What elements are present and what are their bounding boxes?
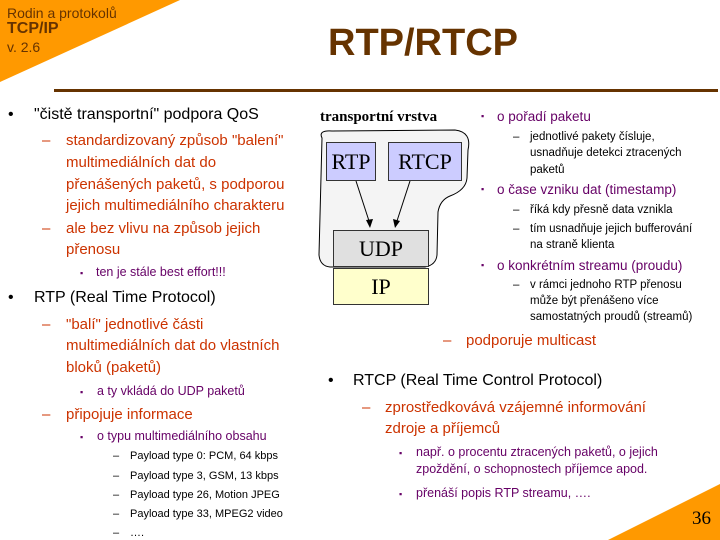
square-bullet: ▪ bbox=[481, 260, 485, 270]
title-divider bbox=[54, 89, 718, 92]
text-line: "balí" jednotlivé části bbox=[66, 316, 204, 333]
arrowhead-icon bbox=[393, 219, 400, 228]
dash: – bbox=[513, 204, 520, 216]
text-line: např. o procentu ztracených paketů, o je… bbox=[416, 445, 658, 459]
dash: – bbox=[513, 279, 520, 291]
text-line: přenášených paketů, s podporou bbox=[66, 176, 285, 193]
square-bullet: ▪ bbox=[481, 184, 485, 194]
text-line: jednotlivé pakety čísluje, bbox=[530, 131, 655, 143]
dash: – bbox=[513, 223, 520, 235]
dash: – bbox=[113, 450, 120, 462]
ip-box: IP bbox=[333, 268, 429, 305]
corner-decoration-bottom-right bbox=[608, 484, 720, 540]
text-line: ten je stále best effort!!! bbox=[96, 265, 226, 279]
square-bullet: ▪ bbox=[399, 489, 403, 499]
info-timestamp: o čase vzniku dat (timestamp) bbox=[497, 182, 677, 197]
dash: – bbox=[42, 132, 51, 149]
text-line: samostatných proudů (streamů) bbox=[530, 311, 693, 323]
text-line: přenáší popis RTP streamu, …. bbox=[416, 486, 591, 500]
text-line: říká kdy přesně data vznikla bbox=[530, 204, 673, 216]
bullet: • bbox=[328, 372, 334, 389]
payload-item: Payload type 0: PCM, 64 kbps bbox=[130, 450, 278, 462]
arrow-rtp-udp bbox=[355, 180, 371, 225]
course-subtitle: TCP/IP bbox=[7, 20, 59, 37]
version: v. 2.6 bbox=[7, 39, 41, 55]
text-line: ale bez vlivu na způsob jejich bbox=[66, 220, 261, 237]
text-line: zdroje a příjemců bbox=[385, 420, 501, 437]
payload-item: Payload type 3, GSM, 13 kbps bbox=[130, 470, 279, 482]
bullet: • bbox=[8, 289, 14, 306]
dash: – bbox=[113, 489, 120, 501]
text-line: připojuje informace bbox=[66, 406, 193, 423]
multicast-support: podporuje multicast bbox=[466, 332, 597, 349]
rtcp-box: RTCP bbox=[388, 142, 462, 181]
text-line: a ty vkládá do UDP paketů bbox=[97, 384, 245, 398]
text-line: zprostředkovává vzájemné informování bbox=[385, 399, 646, 416]
text-line: standardizovaný způsob "balení" bbox=[66, 132, 284, 149]
square-bullet: ▪ bbox=[80, 387, 84, 397]
diagram-label: transportní vrstva bbox=[320, 109, 438, 125]
dash: – bbox=[513, 131, 520, 143]
bullet-transport-qos: "čistě transportní" podpora QoS bbox=[34, 106, 259, 123]
text-line: bloků (paketů) bbox=[66, 359, 162, 376]
corner-decoration-top-left bbox=[0, 0, 180, 82]
square-bullet: ▪ bbox=[481, 111, 485, 121]
payload-item: Payload type 33, MPEG2 video bbox=[130, 508, 283, 520]
text-line: usnadňuje detekci ztracených bbox=[530, 147, 682, 159]
dash: – bbox=[113, 527, 120, 539]
square-bullet: ▪ bbox=[399, 448, 403, 458]
page-number: 36 bbox=[692, 508, 711, 529]
dash: – bbox=[42, 316, 51, 333]
info-packet-order: o pořadí paketu bbox=[497, 109, 591, 124]
course-name: Rodin a protokolů bbox=[7, 5, 117, 21]
text-line: přenosu bbox=[66, 241, 121, 258]
slide-title: RTP/RTCP bbox=[328, 22, 518, 64]
square-bullet: ▪ bbox=[80, 268, 84, 278]
text-line: zpoždění, o schopnostech příjemce apod. bbox=[416, 462, 648, 476]
dash: – bbox=[42, 220, 51, 237]
text-line: multimediálních dat do bbox=[66, 154, 217, 171]
dash: – bbox=[443, 332, 452, 349]
text-line: paketů bbox=[530, 164, 565, 176]
bullet-rtcp: RTCP (Real Time Control Protocol) bbox=[353, 372, 603, 389]
bullet-rtp: RTP (Real Time Protocol) bbox=[34, 289, 216, 306]
text-line: multimediálních dat do vlastních bbox=[66, 337, 280, 354]
text-line: o typu multimediálního obsahu bbox=[97, 429, 267, 443]
info-stream: o konkrétním streamu (proudu) bbox=[497, 258, 683, 273]
dash: – bbox=[113, 470, 120, 482]
arrow-rtcp-udp bbox=[395, 180, 411, 225]
dash: – bbox=[113, 508, 120, 520]
text-line: jejich multimediálního charakteru bbox=[66, 197, 285, 214]
text-line: na straně klienta bbox=[530, 239, 615, 251]
square-bullet: ▪ bbox=[80, 432, 84, 442]
dash: – bbox=[362, 399, 371, 416]
text-line: může být přenášeno více bbox=[530, 295, 659, 307]
arrowhead-icon bbox=[366, 219, 373, 228]
text-line: v rámci jednoho RTP přenosu bbox=[530, 279, 682, 291]
text-line: tím usnadňuje jejich bufferování bbox=[530, 223, 693, 235]
udp-box: UDP bbox=[333, 230, 429, 267]
dash: – bbox=[42, 406, 51, 423]
bullet: • bbox=[8, 106, 14, 123]
rtp-box: RTP bbox=[326, 142, 376, 181]
payload-item: …. bbox=[130, 527, 145, 539]
payload-item: Payload type 26, Motion JPEG bbox=[130, 489, 280, 501]
